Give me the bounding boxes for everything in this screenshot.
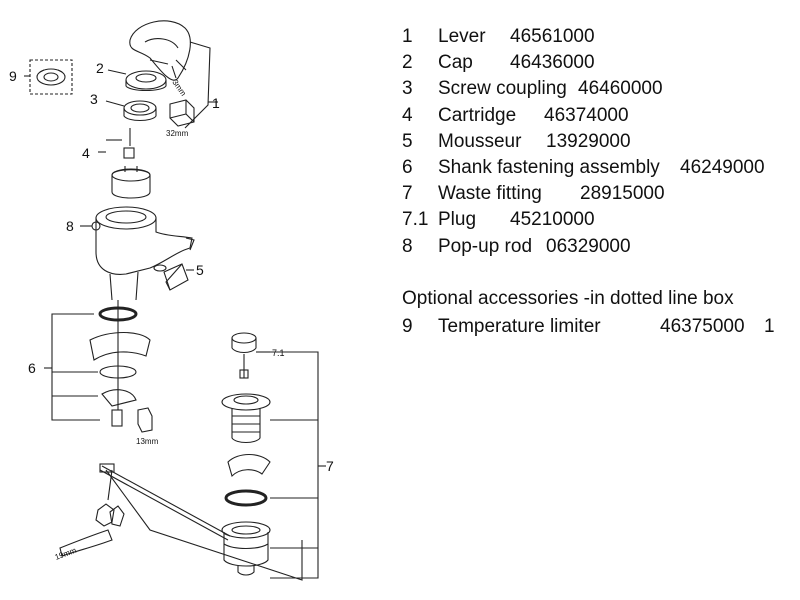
part-number: 8 [402,235,413,257]
part-number: 5 [402,130,413,152]
part-row-6: 6 Shank fastening assembly 46249000 [402,155,798,181]
part-code: 46460000 [578,78,663,100]
pop-up-linkage [99,463,231,541]
callout-7: 7 [326,458,334,474]
part-number: 7.1 [402,209,429,231]
dim-3mm: 3mm [170,78,188,98]
screw-coupling-part [123,100,157,122]
part-code: 46249000 [680,156,765,178]
part-row-8: 8 Pop-up rod 06329000 [402,234,798,260]
callout-7-1: 7.1 [272,348,285,358]
part-code: 46374000 [544,104,629,126]
part-number: 6 [402,156,413,178]
dim-13mm: 13mm [136,437,159,446]
wrench-32mm [169,99,195,127]
part-number: 1 [402,26,413,47]
callout-6: 6 [28,360,36,376]
part-name: Pop-up rod [438,235,533,257]
dim-19mm: 19mm [54,546,78,562]
part-code: 46561000 [510,26,595,47]
part-name: Waste fitting [438,183,542,205]
dim-32mm: 32mm [166,129,189,138]
lever-part [129,20,191,81]
part-row-7: 7 Waste fitting 28915000 [402,181,798,207]
callout-8: 8 [66,218,74,234]
waste-fitting-part [221,393,271,576]
callout-4: 4 [82,145,90,161]
part-row-3: 3 Screw coupling 46460000 [402,76,798,102]
faucet-body [91,206,195,301]
callout-9: 9 [9,68,17,84]
part-code: 46436000 [510,52,595,74]
accessories-title: Optional accessories -in dotted line box [402,288,734,309]
cap-part [125,70,167,92]
part-code: 06329000 [546,235,631,257]
part-name: Cartridge [438,104,517,126]
callout-5: 5 [196,262,204,278]
part-name: Cap [438,52,473,74]
part-code: 45210000 [510,209,595,231]
part-number: 4 [402,104,413,126]
callout-3: 3 [90,91,98,107]
callout-2: 2 [96,60,104,76]
part-name: Temperature limiter [438,316,601,337]
part-name: Screw coupling [438,78,567,100]
temperature-limiter-part [29,59,73,95]
part-name: Shank fastening assembly [438,156,660,178]
callout-bracket-1 [184,41,211,129]
part-row-7-1: 7.1 Plug 45210000 [402,207,798,233]
shank-fastening-assembly [89,300,153,433]
part-name: Mousseur [438,130,522,152]
part-quantity: 1 [764,316,775,337]
exploded-faucet-diagram: 1 3mm 2 3 32mm 4 9 [9,20,334,581]
part-code: 28915000 [580,183,665,205]
part-name: Plug [438,209,477,231]
part-row-5: 5 Mousseur 13929000 [402,129,798,155]
part-number: 7 [402,183,413,205]
part-row-4: 4 Cartridge 46374000 [402,103,798,129]
part-number: 2 [402,52,413,74]
part-code: 13929000 [546,130,631,152]
callout-1: 1 [212,95,220,111]
supply-hoses [59,469,125,557]
part-row-2: 2 Cap 46436000 [402,50,798,76]
plug-part [231,332,257,379]
part-number: 9 [402,316,413,337]
parts-list: 1 Lever 46561000 2 Cap 46436000 3 Screw … [402,24,798,337]
cartridge-part [111,128,151,199]
part-name: Lever [438,26,486,47]
accessory-row-9: 9 Temperature limiter 46375000 1 [402,314,798,340]
part-number: 3 [402,78,413,100]
mousseur-part [153,263,189,291]
part-code: 46375000 [660,316,745,337]
part-row-1: 1 Lever 46561000 [402,24,798,50]
